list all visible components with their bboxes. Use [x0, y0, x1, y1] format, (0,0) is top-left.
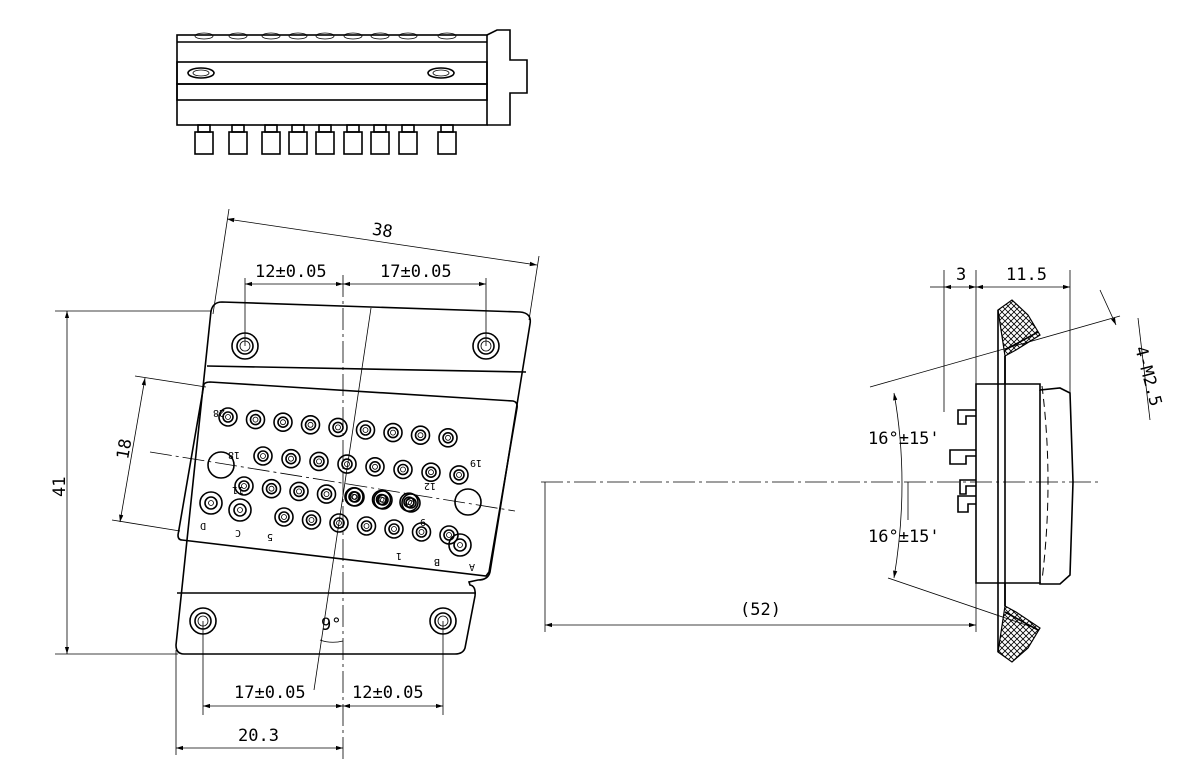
dim-bottom-left-offset: 17±0.05 [234, 683, 306, 703]
contact-pin [316, 484, 337, 504]
contact-array [199, 407, 472, 557]
contact-pin [373, 490, 393, 510]
dim-side-depth: 11.5 [1006, 265, 1047, 285]
pin-label-5: 5 [267, 531, 273, 542]
dim-height: 41 [50, 477, 70, 497]
contact-pin [410, 425, 431, 446]
contact-pin [383, 422, 403, 443]
contact-pin [273, 412, 293, 433]
contact-pin [411, 522, 432, 542]
top-view-pin [343, 124, 363, 155]
contact-pin [261, 478, 282, 499]
contact-pin [355, 420, 376, 440]
pin-label-1: 1 [396, 550, 402, 561]
contact-pin [421, 462, 441, 483]
top-view-pin [370, 124, 390, 155]
contact-pin [393, 459, 413, 480]
top-view-pin [437, 124, 457, 155]
pin-label-B: B [434, 556, 440, 567]
guide-hole-right [454, 488, 482, 516]
pin-label-12: 12 [424, 480, 436, 491]
top-view [176, 29, 528, 155]
top-view-pin [288, 124, 308, 155]
contact-pin [329, 513, 349, 533]
dim-insert-height: 18 [113, 437, 136, 461]
pin-label-19: 19 [470, 457, 482, 468]
contact-pin [218, 407, 238, 427]
pin-label-28: 28 [213, 407, 225, 418]
top-view-pin [398, 124, 418, 155]
pin-label-9: 9 [420, 516, 426, 527]
dim-angle-lower: 16°±15' [868, 527, 940, 547]
top-view-pin [315, 124, 335, 155]
contact-pin [281, 448, 301, 469]
side-view: 3 11.5 4-M2.5 16°±15' 16°±15' (52) [541, 265, 1165, 663]
dim-top-right-offset: 17±0.05 [380, 262, 452, 282]
contact-pin [199, 491, 223, 515]
contact-pin [245, 409, 266, 430]
contact-pin [365, 456, 385, 477]
contact-pin [228, 498, 252, 522]
dim-side-flange: 3 [956, 265, 966, 285]
contact-pin [384, 519, 404, 539]
contact-pin [234, 476, 254, 496]
contact-pin [301, 510, 322, 530]
contact-pin [448, 533, 472, 557]
guide-hole-left [207, 451, 235, 479]
contact-pin [274, 507, 294, 527]
contact-pin [289, 481, 309, 502]
contact-pin [438, 427, 458, 448]
contact-pin [449, 465, 469, 485]
contact-pin [356, 516, 377, 536]
pin-label-18: 18 [228, 449, 240, 460]
dim-angle-upper: 16°±15' [868, 429, 940, 449]
contact-pin [328, 417, 348, 438]
pin-label-C: C [235, 527, 241, 538]
dim-overall-width: 38 [371, 220, 394, 243]
dim-total-length: (52) [740, 600, 781, 620]
dim-bottom-right-offset: 12±0.05 [352, 683, 424, 703]
pin-label-D: D [200, 520, 206, 531]
contact-pin [300, 414, 321, 435]
dim-top-left-offset: 12±0.05 [255, 262, 327, 282]
contact-pin [345, 487, 365, 507]
pin-label-11: 11 [232, 484, 244, 495]
contact-pin [309, 451, 329, 472]
pin-label-A: A [469, 561, 475, 572]
dim-tilt-angle: 9° [321, 615, 341, 635]
top-view-pin [261, 124, 281, 155]
dim-base-offset: 20.3 [238, 726, 279, 746]
dim-mount-thread: 4-M2.5 [1130, 344, 1165, 409]
top-view-pin [228, 124, 248, 155]
top-view-pin [194, 124, 214, 155]
front-view: 28 19 18 12 11 9 5 1 A B C D 38 12±0.05 … [50, 208, 540, 760]
contact-pin [253, 446, 273, 466]
